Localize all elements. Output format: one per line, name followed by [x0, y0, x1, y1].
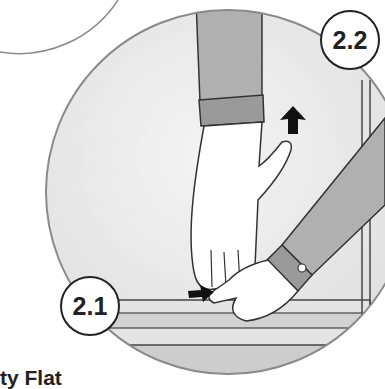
push-arrow: [188, 285, 214, 302]
up-arrow: [280, 106, 306, 134]
outer-circle-arc: [0, 0, 118, 54]
caption-fragment: ty Flat: [0, 366, 62, 389]
detail-circle-outline: [46, 10, 385, 374]
callout-circle: 2.1: [60, 276, 120, 336]
sleeve: [196, 0, 262, 102]
callout-circle: 2.2: [320, 10, 380, 70]
button: [298, 264, 306, 272]
cuff: [199, 95, 264, 126]
lower-panel: [30, 340, 385, 389]
hand: [209, 260, 298, 321]
scene: [30, 0, 385, 389]
callout-number: 2.1: [73, 292, 108, 321]
callout-number: 2.2: [333, 26, 368, 55]
sleeve: [282, 118, 385, 275]
